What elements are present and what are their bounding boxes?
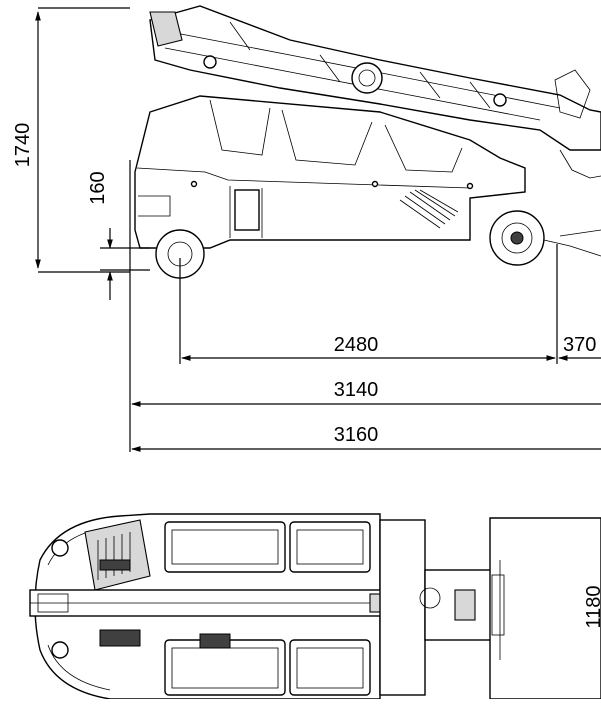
boom (149, 5, 601, 179)
outrigger-pad (489, 517, 601, 700)
label-height-total: 1740 (12, 123, 34, 168)
label-length-a: 3140 (334, 379, 379, 401)
label-length-b: 3160 (334, 424, 379, 446)
front-hatch (84, 519, 151, 591)
dim-length-b: 3160 (131, 424, 601, 452)
side-view: 1740 160 2480 370 3140 3160 (12, 5, 601, 452)
label-wheelbase: 2480 (334, 334, 379, 356)
rear-wheel (489, 210, 545, 266)
outrigger (543, 229, 601, 257)
dim-length-a: 3140 (131, 379, 601, 407)
label-width: 1180 (583, 585, 601, 628)
label-ground-clearance: 160 (87, 171, 109, 204)
dim-width: 1180 (583, 585, 601, 628)
label-rear-overhang: 370 (563, 334, 596, 356)
dim-ground-clearance: 160 (87, 171, 150, 300)
chassis-body (134, 95, 526, 249)
top-view: 1180 (29, 513, 601, 700)
dim-rear-overhang: 370 (558, 334, 601, 361)
dim-wheelbase: 2480 (181, 334, 556, 361)
dim-height-total: 1740 (12, 7, 130, 273)
